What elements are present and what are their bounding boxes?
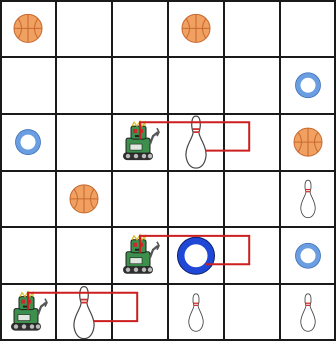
- basketball-icon: [70, 185, 98, 213]
- basketball-icon: [182, 14, 210, 42]
- basketball-icon: [294, 128, 322, 156]
- basketball-icon: [14, 14, 42, 42]
